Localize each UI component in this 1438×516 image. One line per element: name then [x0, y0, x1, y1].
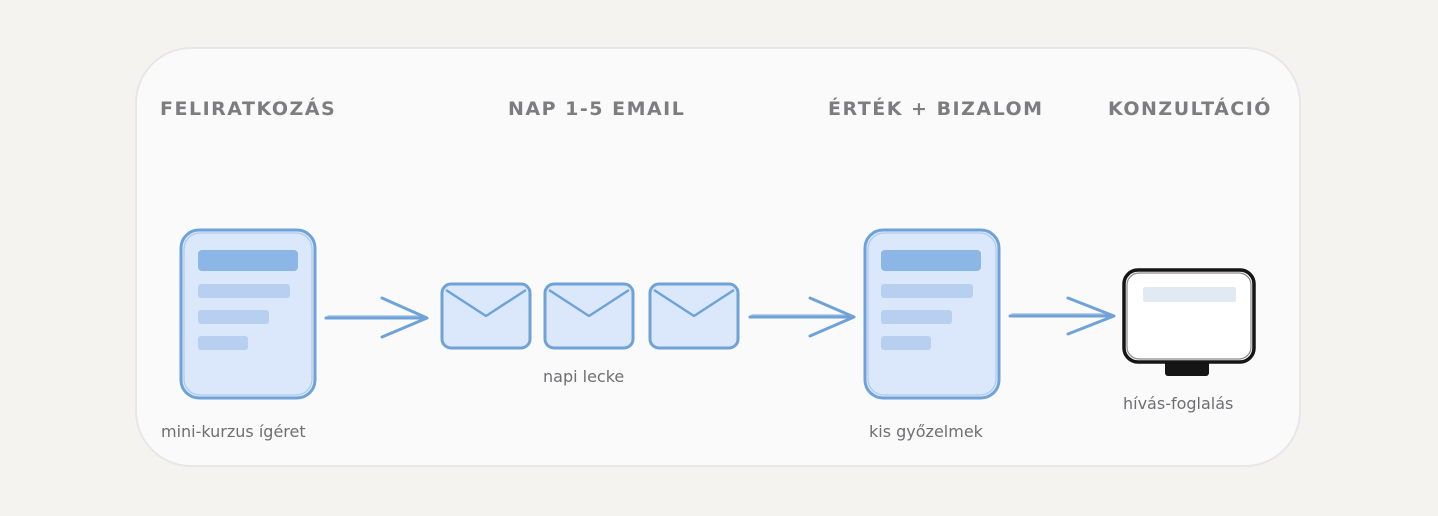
envelope-icon — [648, 282, 740, 350]
stage-heading-emails: NAP 1-5 EMAIL — [508, 98, 686, 120]
arrow-icon — [324, 296, 429, 339]
stage-caption-consultation: hívás-foglalás — [1123, 394, 1234, 413]
arrow-icon — [1008, 296, 1116, 336]
envelope-icon — [440, 282, 532, 350]
stage-heading-signup: FELIRATKOZÁS — [160, 98, 337, 120]
stage-caption-emails: napi lecke — [543, 367, 625, 386]
diagram-panel — [135, 47, 1301, 467]
stage-caption-signup: mini-kurzus ígéret — [161, 422, 306, 441]
document-icon — [179, 228, 317, 400]
document-icon — [863, 228, 1001, 400]
arrow-icon — [748, 296, 856, 338]
stage-heading-value-trust: ÉRTÉK + BIZALOM — [828, 98, 1044, 120]
monitor-icon — [1122, 268, 1256, 376]
stage-heading-consultation: KONZULTÁCIÓ — [1108, 98, 1272, 120]
envelope-icon — [543, 282, 635, 350]
stage-caption-value-trust: kis győzelmek — [869, 422, 983, 441]
